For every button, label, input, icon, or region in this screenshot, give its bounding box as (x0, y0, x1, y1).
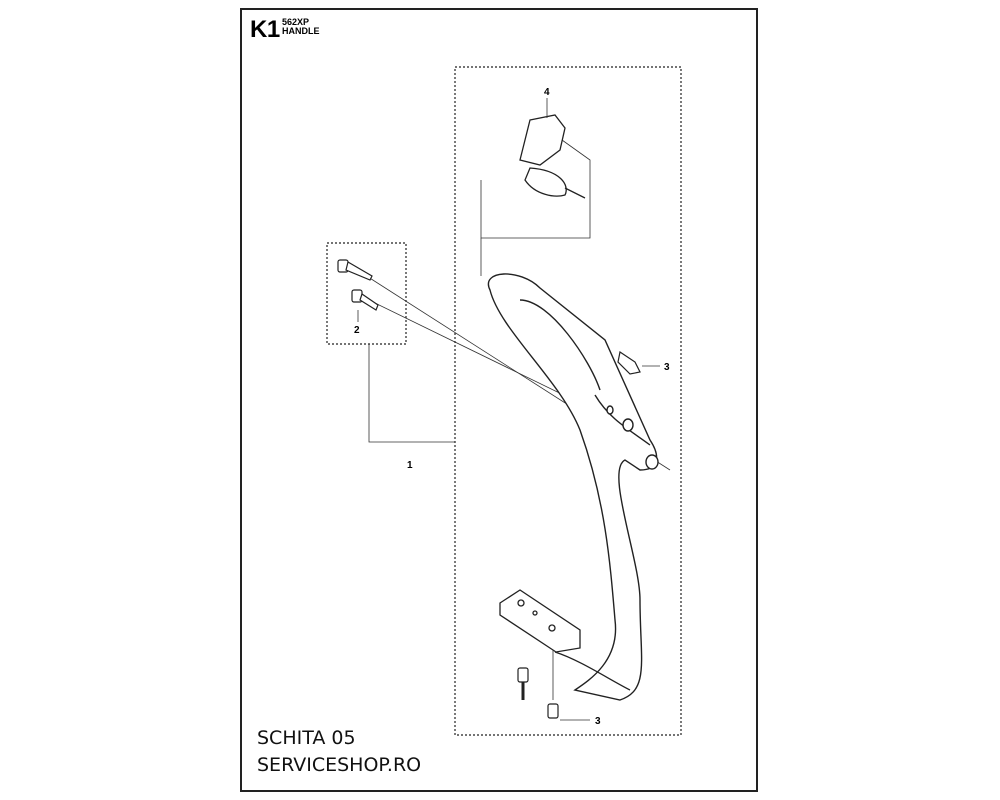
model-number: 562XP (282, 17, 310, 27)
model-label: 562XP HANDLE (282, 18, 320, 36)
section-name: HANDLE (282, 26, 320, 36)
callout-1: 1 (407, 460, 413, 471)
leader-item-1 (368, 344, 455, 443)
footer-sketch-label: SCHITA 05 (257, 727, 356, 749)
callout-2: 2 (354, 325, 360, 336)
handle-bar-icon (487, 273, 659, 701)
screw-icon (517, 351, 641, 719)
screw-group-box (326, 242, 407, 345)
callout-3-lower: 3 (595, 716, 601, 727)
handle-group-box (454, 66, 682, 736)
drawing-frame (240, 8, 758, 792)
leader-damper (480, 139, 591, 239)
footer-shop-label: SERVICESHOP.RO (257, 754, 422, 776)
bracket-icon (499, 589, 631, 691)
callout-4: 4 (544, 87, 550, 98)
vibration-damper-icon (519, 114, 586, 199)
callout-3-upper: 3 (664, 362, 670, 373)
screw-icon (337, 259, 379, 311)
page-code: K1 (250, 16, 280, 43)
